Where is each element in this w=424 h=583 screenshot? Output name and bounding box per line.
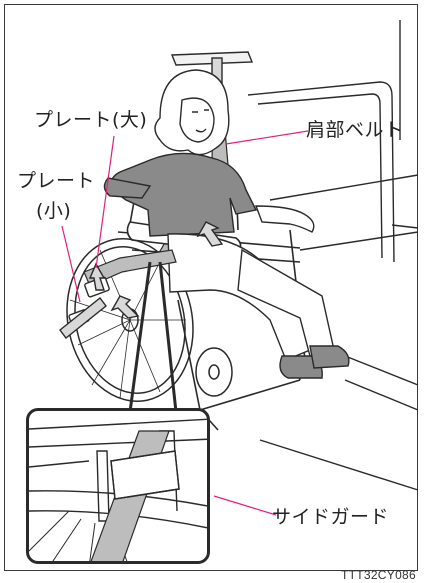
side-guard-inset <box>26 408 210 564</box>
vehicle-interior <box>247 20 419 491</box>
arrow-icon <box>110 295 140 319</box>
label-plate-small-line1: プレート <box>17 170 96 192</box>
arrow-icon <box>196 221 224 247</box>
inset-illustration <box>29 418 207 561</box>
figure-code: TTT32CY086 <box>340 568 416 582</box>
belt-plates <box>59 276 110 339</box>
woman-figure <box>103 69 350 379</box>
leader-lines <box>61 130 309 516</box>
label-plate-large: プレート(大) <box>34 109 148 131</box>
inset-connectors <box>128 261 178 413</box>
front-caster <box>195 347 233 397</box>
label-shoulder-belt: 肩部ベルト <box>306 119 404 141</box>
label-side-guard: サイドガード <box>272 506 390 528</box>
direction-arrows <box>88 221 224 319</box>
arrow-icon <box>88 262 106 291</box>
label-plate-small-line2: (小) <box>36 200 72 222</box>
